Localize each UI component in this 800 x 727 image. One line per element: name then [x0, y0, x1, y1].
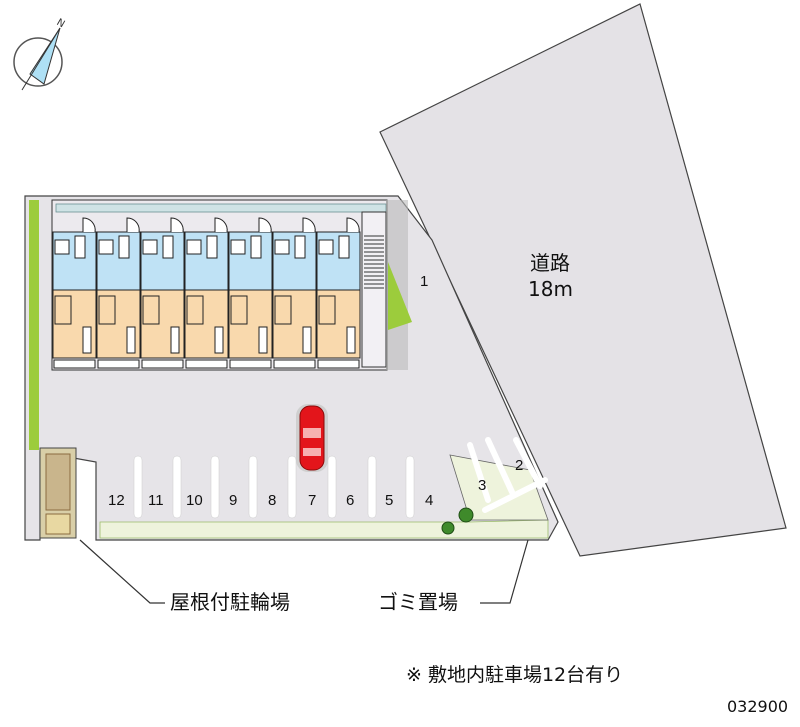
parking-separator: [210, 455, 220, 519]
apartment-building: [51, 199, 412, 371]
apartment-unit: [52, 217, 97, 369]
apartment-unit: [228, 217, 273, 369]
shrub-icon: [441, 521, 455, 535]
shrub-icon: [458, 507, 474, 523]
parking-slot-4: 4: [425, 492, 434, 509]
road-width: 18m: [528, 277, 573, 301]
parking-slot-11: 11: [148, 492, 164, 509]
parking-slot-1: 1: [420, 273, 429, 290]
svg-text:N: N: [55, 17, 67, 30]
parking-note: ※ 敷地内駐車場12台有り: [406, 664, 624, 686]
car-icon: [296, 404, 328, 472]
parking-separator: [287, 455, 297, 519]
parking-separator: [248, 455, 258, 519]
parking-slot-10: 10: [186, 492, 203, 509]
hedge-left: [29, 200, 39, 450]
covered-bike-parking: [39, 447, 77, 539]
parking-slot-9: 9: [229, 492, 238, 509]
parking-separator: [405, 455, 415, 519]
green-strip-bottom: [99, 519, 549, 539]
apartment-unit: [316, 217, 361, 369]
parking-slot-12: 12: [108, 492, 125, 509]
compass-icon: N: [13, 17, 67, 91]
parking-slot-7: 7: [308, 492, 317, 509]
property-code: 032900: [727, 697, 789, 716]
garbage-area-label: ゴミ置場: [378, 590, 458, 614]
angled-slot-lines: [467, 437, 548, 513]
garbage-area: [449, 454, 549, 521]
parking-slot-2: 2: [515, 457, 524, 474]
parking-separator: [327, 455, 337, 519]
road: [379, 3, 787, 557]
apartment-unit: [272, 217, 317, 369]
callout-line-bike: [79, 539, 165, 604]
apartment-unit: [96, 217, 141, 369]
callout-line-garbage: [480, 539, 529, 604]
parking-slot-5: 5: [385, 492, 394, 509]
parking-slot-3: 3: [478, 477, 487, 494]
bike-parking-label: 屋根付駐輪場: [170, 590, 290, 614]
parking-separator: [367, 455, 377, 519]
parking-separator: [172, 455, 182, 519]
road-name: 道路: [530, 251, 570, 275]
parking-slot-6: 6: [346, 492, 355, 509]
apartment-unit: [140, 217, 185, 369]
parking-separator: [133, 455, 143, 519]
apartment-unit: [184, 217, 229, 369]
parking-slot-8: 8: [268, 492, 277, 509]
